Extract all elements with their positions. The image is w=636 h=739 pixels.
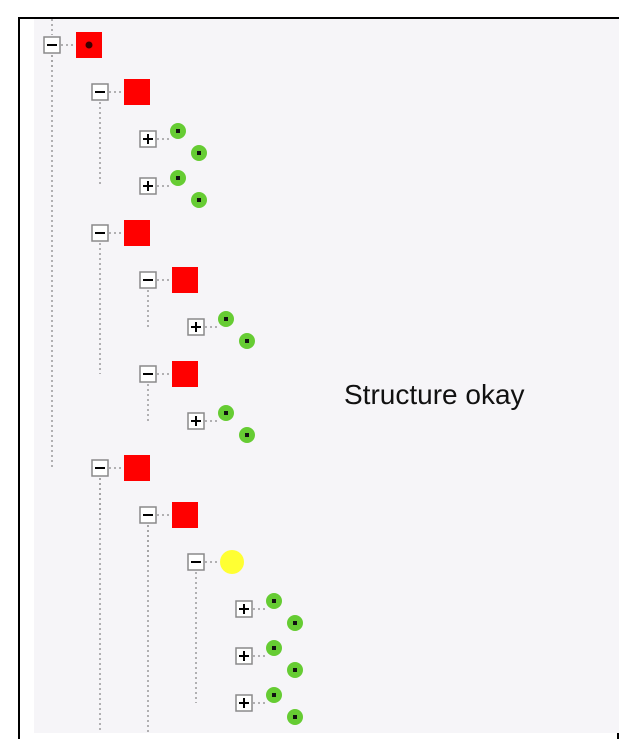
leaf-center-dot-icon (176, 129, 180, 133)
tree-window-frame: Structure okay (18, 17, 619, 739)
leaf-center-dot-icon (176, 176, 180, 180)
tree-node-red-square-icon[interactable] (172, 502, 198, 528)
tree-node-red-square-icon[interactable] (124, 455, 150, 481)
leaf-center-dot-icon (293, 621, 297, 625)
tree-node-red-square-icon[interactable] (124, 79, 150, 105)
leaf-center-dot-icon (245, 433, 249, 437)
tree-node-yellow-circle-icon[interactable] (220, 550, 244, 574)
tree-view-panel[interactable]: Structure okay (34, 19, 619, 733)
tree-node-red-square-icon[interactable] (172, 361, 198, 387)
root-marker-icon (85, 41, 93, 49)
leaf-center-dot-icon (272, 693, 276, 697)
status-message: Structure okay (344, 379, 525, 410)
leaf-center-dot-icon (245, 339, 249, 343)
leaf-center-dot-icon (197, 151, 201, 155)
leaf-center-dot-icon (293, 715, 297, 719)
tree-view-canvas (43, 19, 303, 733)
leaf-center-dot-icon (224, 411, 228, 415)
leaf-center-dot-icon (272, 599, 276, 603)
leaf-center-dot-icon (293, 668, 297, 672)
leaf-center-dot-icon (197, 198, 201, 202)
tree-node-red-square-icon[interactable] (172, 267, 198, 293)
leaf-center-dot-icon (272, 646, 276, 650)
tree-node-red-square-icon[interactable] (124, 220, 150, 246)
leaf-center-dot-icon (224, 317, 228, 321)
